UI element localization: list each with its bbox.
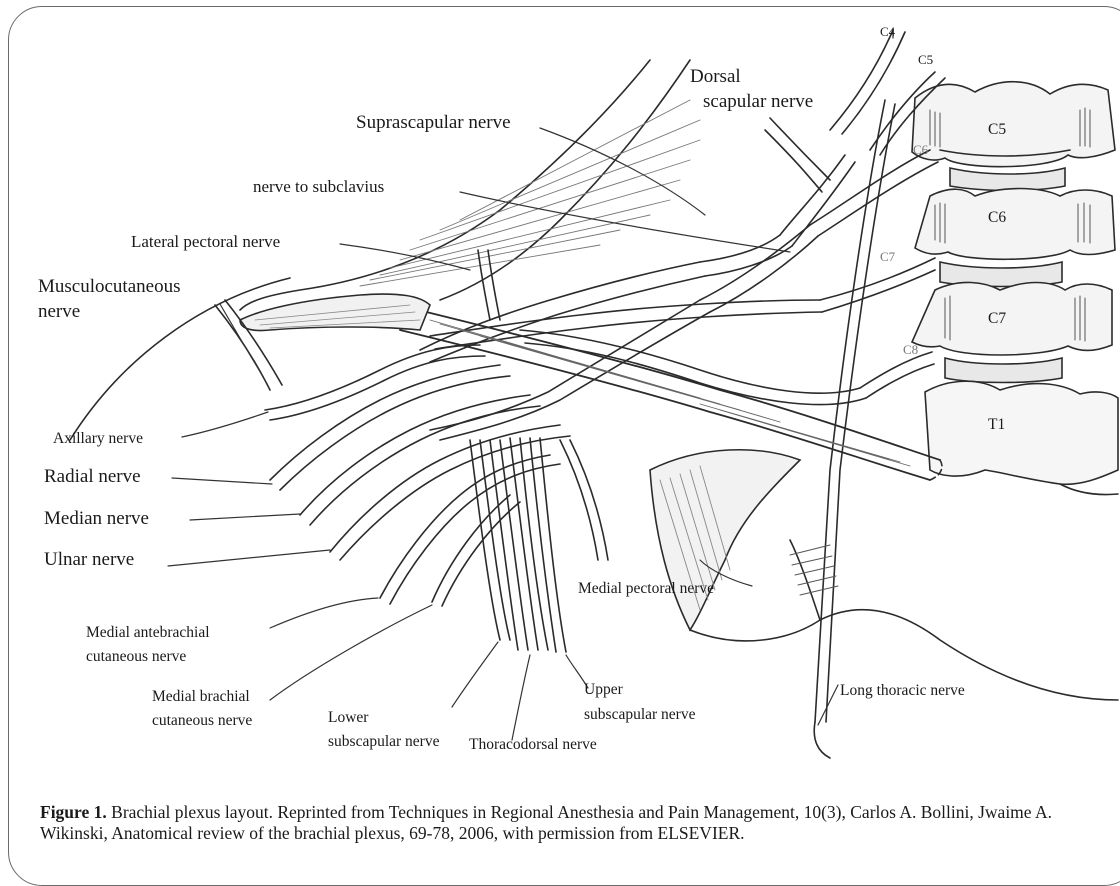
label-musculocutaneous-line1: Musculocutaneous [38,276,180,297]
root-label-c6: C6 [913,143,928,158]
vertebra-label-c7: C7 [988,310,1006,327]
vertebra-label-c5: C5 [988,121,1006,138]
root-label-c7: C7 [880,250,895,265]
leader-lines [168,30,893,740]
vertebra-label-c6: C6 [988,209,1006,226]
label-thoracodorsal-nerve: Thoracodorsal nerve [469,736,597,753]
label-suprascapular-nerve: Suprascapular nerve [356,112,511,133]
label-medial-pectoral-nerve: Medial pectoral nerve [578,580,714,597]
figure-caption: Figure 1. Brachial plexus layout. Reprin… [40,802,1110,843]
root-label-c8: C8 [903,343,918,358]
root-label-c5: C5 [918,53,933,68]
label-medial-antebrachial-line1: Medial antebrachial [86,624,210,641]
label-musculocutaneous-line2: nerve [38,301,80,322]
caption-figure-number: Figure 1. [40,802,107,822]
label-ulnar-nerve: Ulnar nerve [44,549,134,570]
label-lateral-pectoral-nerve: Lateral pectoral nerve [131,232,280,251]
label-lower-subscapular-line2: subscapular nerve [328,733,439,750]
label-long-thoracic-nerve: Long thoracic nerve [840,682,965,699]
label-upper-subscapular-line2: subscapular nerve [584,706,695,723]
root-label-c4: C4 [880,25,895,40]
label-medial-brachial-line2: cutaneous nerve [152,712,252,729]
vertebral-column [912,82,1118,495]
label-lower-subscapular-line1: Lower [328,709,368,726]
label-medial-antebrachial-line2: cutaneous nerve [86,648,186,665]
brachial-plexus-illustration [0,0,1120,800]
upper-trunk-branches [700,118,855,312]
label-dorsal-scapular-line1: Dorsal [690,66,741,87]
caption-text: Brachial plexus layout. Reprinted from T… [40,802,1052,843]
label-medial-brachial-line1: Medial brachial [152,688,250,705]
vertebra-label-t1: T1 [988,416,1005,433]
label-radial-nerve: Radial nerve [44,466,141,487]
label-upper-subscapular-line1: Upper [584,681,623,698]
label-median-nerve: Median nerve [44,508,149,529]
label-axillary-nerve: Axillary nerve [53,430,143,447]
label-dorsal-scapular-line2: scapular nerve [703,91,813,112]
label-nerve-to-subclavius: nerve to subclavius [253,177,384,196]
